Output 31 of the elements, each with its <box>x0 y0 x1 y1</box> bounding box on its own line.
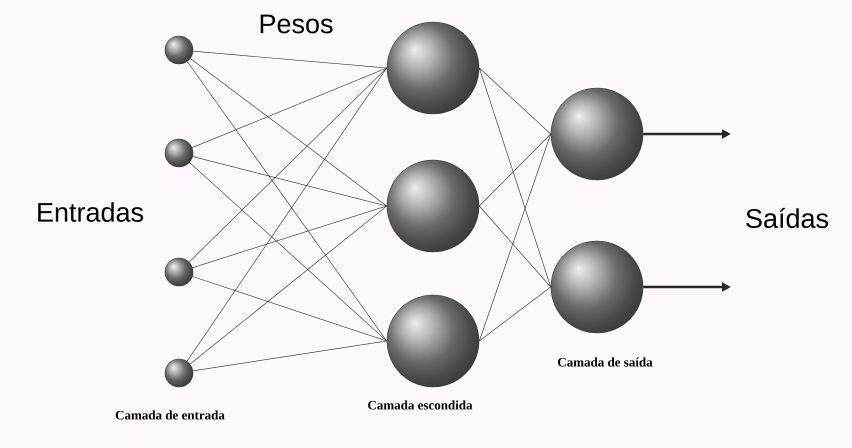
connection-line <box>189 162 387 342</box>
connection-line <box>192 276 387 342</box>
connection-line <box>190 206 387 364</box>
neuron-circle <box>386 294 480 388</box>
neuron-circle <box>386 160 480 252</box>
neuron-circle <box>550 88 644 180</box>
connection-line <box>479 286 551 342</box>
connection-line <box>188 68 387 262</box>
neuron-circle <box>164 358 194 388</box>
connection-line <box>192 340 387 372</box>
layer-caption: Camada escondida <box>368 400 472 410</box>
connection-line <box>479 134 551 342</box>
connection-line <box>192 68 387 148</box>
connection-line <box>192 156 387 206</box>
neuron-circle <box>386 22 480 114</box>
layer-heading: Pesos <box>260 14 333 34</box>
connection-line <box>190 58 387 206</box>
layer-caption: Camada de saída <box>558 357 652 367</box>
neuron-circle <box>550 240 644 334</box>
layer-heading: Entradas <box>38 202 144 222</box>
neuron-circle <box>164 258 194 286</box>
connection-line <box>479 68 551 134</box>
layer-caption: Camada de entrada <box>116 410 225 420</box>
connection-line <box>479 206 551 288</box>
connection-line <box>479 134 551 206</box>
neuron-circle <box>164 138 194 168</box>
connection-line <box>192 206 387 268</box>
connection-line <box>479 68 551 288</box>
layer-heading: Saídas <box>746 208 828 228</box>
connection-line <box>192 50 387 68</box>
neuron-circle <box>164 36 194 64</box>
